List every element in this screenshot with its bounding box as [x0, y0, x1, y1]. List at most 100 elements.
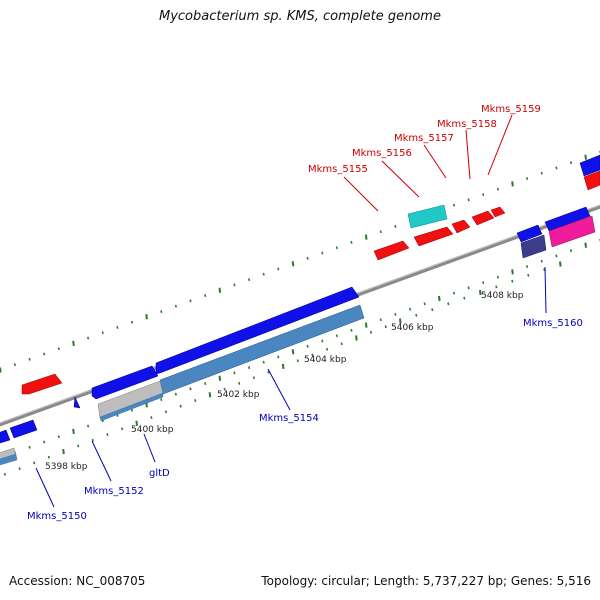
ruler-label-5402: 5402 kbp [217, 390, 260, 400]
ruler-tick [526, 265, 529, 268]
ruler-tick [540, 259, 543, 263]
ruler-tick [218, 287, 222, 293]
ruler-tick [511, 181, 514, 187]
ruler-tick [482, 193, 485, 196]
ruler-tick [350, 240, 353, 244]
ruler-tick [43, 352, 46, 356]
ruler-tick [311, 353, 314, 357]
magenta-feature[interactable] [548, 215, 596, 248]
gene-arrow[interactable] [471, 210, 495, 226]
ruler-tick [399, 318, 402, 324]
ruler-tick [479, 289, 482, 296]
ruler-tick [262, 360, 265, 364]
ruler-tick [238, 382, 241, 385]
ruler-tick [379, 318, 382, 322]
ruler-tick [306, 256, 309, 260]
gene-arrow[interactable] [490, 206, 506, 218]
gene-label[interactable]: Mkms_5152 [84, 486, 144, 497]
gene-arrow[interactable] [91, 365, 159, 400]
ruler-tick [43, 440, 46, 444]
ruler-label-5400: 5400 kbp [131, 425, 174, 435]
ruler-tick [527, 273, 530, 277]
gene-arrow[interactable] [451, 219, 471, 234]
gene-label[interactable]: gltD [149, 468, 170, 479]
gene-label[interactable]: Mkms_5159 [481, 104, 541, 115]
ruler-tick [326, 347, 329, 351]
ruler-tick [57, 435, 60, 439]
ruler-tick [3, 472, 6, 476]
ruler-tick [208, 392, 212, 398]
ruler-tick [511, 269, 514, 275]
gene-arrow-small[interactable] [73, 396, 81, 409]
ruler-tick [13, 363, 16, 367]
gene-label[interactable]: Mkms_5157 [394, 133, 454, 144]
ruler-tick [248, 366, 251, 370]
gene-labels-forward: Mkms_5155 Mkms_5156 Mkms_5157 Mkms_5158 … [308, 104, 541, 175]
ruler-tick [452, 291, 456, 295]
ruler-tick [101, 331, 104, 335]
ruler-tick [321, 251, 324, 255]
ruler-tick [87, 424, 90, 428]
ruler-tick [559, 261, 562, 267]
gene-label[interactable]: Mkms_5154 [259, 413, 319, 424]
ruler-tick [291, 261, 295, 267]
ruler-tick [47, 455, 50, 459]
ruler-tick [77, 444, 80, 448]
ruler-tick [179, 404, 182, 408]
ruler-tick [72, 428, 75, 435]
gene-label[interactable]: Mkms_5158 [437, 119, 497, 130]
gene-arrow[interactable] [373, 240, 410, 261]
ruler-tick [277, 355, 280, 359]
grey-feature-thin[interactable] [99, 392, 164, 422]
ruler-tick [248, 278, 251, 282]
gene-arrow[interactable] [21, 373, 63, 395]
gene-arrow[interactable] [9, 419, 38, 439]
gene-arrow[interactable] [0, 429, 11, 446]
gene-arrow[interactable] [544, 206, 591, 232]
ruler-tick [277, 267, 280, 271]
ruler-tick [394, 313, 397, 316]
ruler-tick [569, 161, 573, 165]
ruler-tick [555, 254, 558, 258]
ruler-tick [189, 387, 192, 391]
gene-label[interactable]: Mkms_5156 [352, 148, 412, 159]
gene-arrow[interactable] [516, 224, 543, 243]
ruler-tick [160, 310, 163, 313]
ruler-tick [106, 433, 109, 436]
gene-arrow-large[interactable] [155, 286, 360, 375]
ruler-tick [384, 325, 387, 329]
ruler-tick [296, 359, 299, 363]
ruler-tick [496, 275, 499, 279]
ruler-tick [62, 448, 65, 455]
gene-label[interactable]: Mkms_5150 [27, 511, 87, 522]
gene-arrow[interactable] [413, 226, 454, 247]
ruler-tick [28, 357, 31, 361]
ruler-tick [91, 438, 94, 442]
ruler-tick [130, 408, 134, 412]
map-title: Mycobacterium sp. KMS, complete genome [159, 9, 441, 24]
ruler-tick [306, 344, 309, 348]
gene-arrow[interactable] [583, 170, 600, 191]
ruler-tick [409, 307, 412, 311]
ruler-tick [431, 308, 434, 312]
gene-arrow[interactable] [579, 154, 600, 177]
ruler-tick [174, 392, 177, 396]
ruler-tick [0, 367, 2, 373]
ruler-tick [340, 342, 343, 346]
dark-slate-feature[interactable] [520, 234, 547, 259]
gene-label[interactable]: Mkms_5155 [308, 164, 368, 175]
steelblue-feature[interactable] [0, 453, 18, 468]
ruler-tick [130, 320, 134, 324]
rna-feature-cyan[interactable] [407, 204, 448, 229]
ruler-tick [452, 203, 456, 207]
ruler-label-5398: 5398 kbp [45, 462, 88, 472]
ruler-tick [267, 370, 270, 374]
ruler-tick [160, 398, 163, 401]
ruler-tick [495, 285, 498, 289]
ruler-tick [223, 387, 226, 391]
gene-label[interactable]: Mkms_5160 [523, 318, 583, 329]
ruler-tick [218, 375, 222, 381]
ruler-tick [335, 334, 338, 338]
ruler-tick [281, 363, 285, 370]
